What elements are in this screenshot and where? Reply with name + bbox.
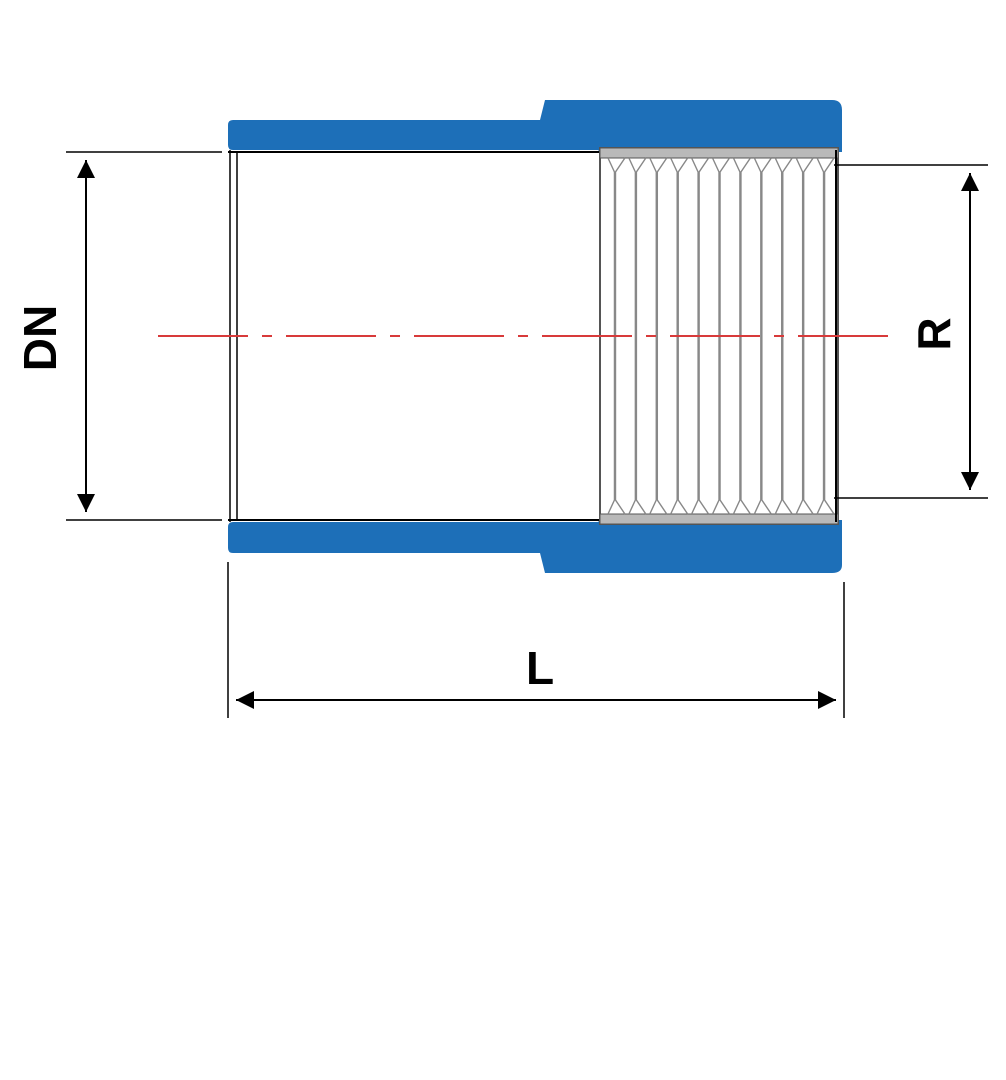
thread-flank xyxy=(628,157,637,515)
thread-flank xyxy=(761,157,772,515)
pipe-wall-bottom xyxy=(228,520,842,573)
thread-flank xyxy=(635,157,647,515)
pipe-wall-top xyxy=(228,100,842,152)
thread-flank xyxy=(656,157,668,515)
thread-flank xyxy=(649,157,657,515)
r-label: R xyxy=(908,317,960,350)
thread-crest-top xyxy=(599,147,839,159)
dn-label: DN xyxy=(14,305,66,371)
l-label: L xyxy=(526,642,554,694)
thread-crest-bottom xyxy=(599,513,839,525)
thread-flank xyxy=(753,157,762,515)
